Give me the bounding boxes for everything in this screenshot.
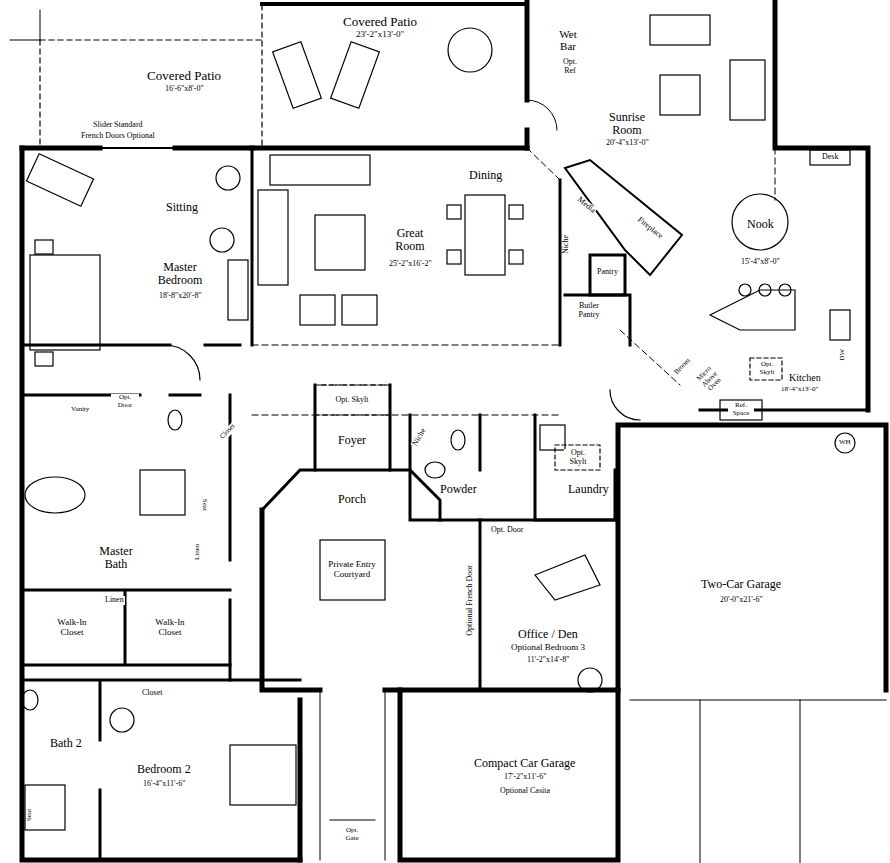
plan-label: Optional Casita (499, 787, 551, 796)
plan-label: Walk-In Closet (145, 618, 195, 638)
door-swing (527, 100, 557, 130)
plan-label: Niche (562, 234, 571, 255)
room-dimension: 16'-6"x8'-0" (164, 85, 205, 94)
plan-label: Broom (672, 357, 693, 378)
room-dimension: 16'-4"x11'-6" (142, 780, 186, 789)
plan-label: Private Entry Courtyard (323, 560, 381, 580)
patio-edge (10, 10, 40, 40)
plan-label: Linen (104, 596, 125, 605)
plan-label: Master Bath (91, 545, 141, 571)
room-dimension: 25'-2"x16'-2" (388, 260, 433, 269)
room-dimension: 11'-2"x14'-8" (526, 656, 570, 665)
room-dimension: 23'-2"x13'-0" (355, 30, 405, 40)
plan-label: DW (839, 348, 847, 362)
plan-label: WH (838, 439, 852, 447)
plan-label: Desk (821, 153, 839, 162)
plan-label: Opt. Gate (339, 827, 365, 842)
plan-label: Linen (194, 543, 202, 561)
plan-label: Covered Patio (342, 15, 418, 29)
plan-label: Foyer (337, 434, 367, 447)
plan-label: Porch (337, 493, 367, 506)
plan-label: Opt. Door (490, 526, 524, 535)
room-dimension: 18'-4"x13'-0" (780, 386, 819, 394)
plan-label: Vanity (70, 406, 90, 414)
plan-label: Powder (439, 483, 478, 496)
patio-edge (262, 2, 527, 6)
plan-label: Great Room (385, 227, 435, 253)
plan-label: Micro Above Oven (691, 360, 730, 399)
plan-label: Fireplace (635, 215, 665, 241)
plan-label: Opt. Skylt (564, 449, 592, 467)
room-dimension: 17'-2"x11'-6" (503, 773, 547, 782)
plan-label: Sitting (165, 201, 199, 214)
plan-label: Bedroom 2 (136, 763, 192, 776)
open-edge (252, 148, 775, 415)
plan-label: Closet (218, 422, 238, 442)
plan-label: Kitchen (788, 372, 822, 383)
room-dimension: 20'-0"x21'-6" (719, 596, 764, 605)
plan-label: Niche (410, 426, 428, 449)
plan-label: Slider Standard (92, 121, 144, 130)
exterior-wall (22, 0, 886, 860)
fireplace (565, 160, 682, 275)
room-dimension: 15'-4"x8'-0" (740, 258, 781, 267)
room-dimension: 20'-4"x13'-0" (605, 139, 650, 148)
slider-door (100, 147, 175, 149)
furniture (22, 15, 855, 830)
plan-label: Media (575, 195, 598, 216)
plan-label: Two-Car Garage (700, 578, 782, 591)
plan-label: Optional Bedroom 3 (510, 643, 586, 653)
plan-label: Office / Den (517, 628, 579, 641)
plan-label: French Doors Optional (80, 132, 156, 141)
plan-label: Butler Pantry (568, 302, 610, 320)
plan-label: Sunrise Room (600, 111, 654, 137)
interior-wall (22, 148, 868, 860)
room-dimension: 18'-8"x20'-8" (158, 292, 203, 301)
plan-label: Compact Car Garage (473, 757, 576, 770)
plan-label: Opt. Ref (557, 58, 583, 76)
plan-label: Dining (468, 169, 503, 182)
plan-label: Laundry (567, 483, 610, 496)
plan-label: Seat (26, 808, 34, 822)
plan-label: Bath 2 (49, 737, 83, 750)
plan-label: Opt. Skylt (754, 361, 780, 376)
plan-label: Opt. Skylt (334, 396, 370, 405)
paving-line (320, 690, 886, 863)
plan-label: Master Bedroom (148, 261, 212, 287)
plan-label: Seat (200, 498, 208, 512)
plan-label: Walk-In Closet (47, 618, 97, 638)
plan-label: Nook (746, 218, 775, 231)
plan-label: Closet (141, 689, 163, 698)
plan-label: Opt. Door (111, 394, 139, 409)
plan-label: Optional French Door (466, 564, 475, 637)
plan-label: Pantry (596, 268, 619, 277)
patio-outline (40, 5, 527, 145)
plan-label: Covered Patio (146, 69, 222, 83)
plan-label: Ref. Space (728, 402, 754, 417)
plan-label: Wet Bar (553, 28, 583, 52)
